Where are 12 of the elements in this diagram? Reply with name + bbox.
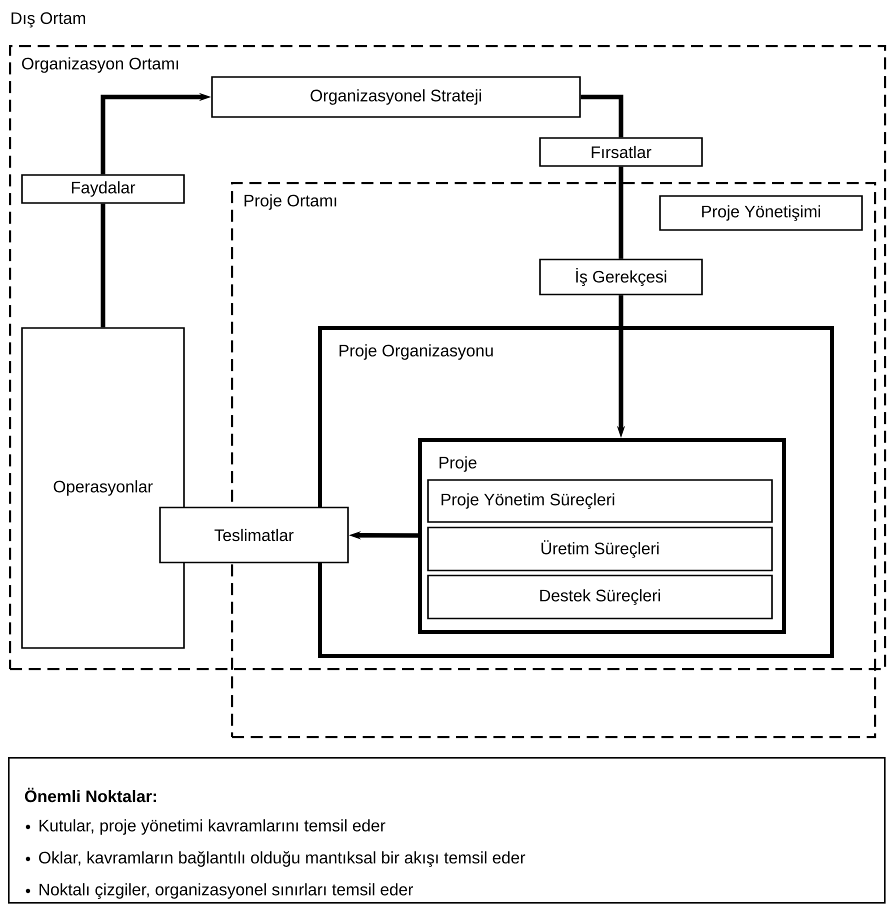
- region-label: Dış Ortam: [12, 12, 86, 28]
- concept-box: Operasyonlar: [21, 327, 185, 649]
- notes-box: Önemli Noktalar: Kutular, proje yönetimi kavramlarını temsil eder Oklar, kavramların bağlantılı olduğu mantıksal bir akışı temsil eder Noktalı çizgiler, organizasyonel sınırları temsil eder: [8, 757, 886, 904]
- concept-box: Destek Süreçleri: [427, 574, 773, 620]
- concept-box: Organizasyonel Strateji: [211, 76, 581, 118]
- concept-box: Üretim Süreçleri: [427, 526, 773, 572]
- concept-box: Proje Yönetim Süreçleri: [427, 479, 773, 523]
- concept-box: Teslimatlar: [159, 506, 349, 564]
- concept-box: İş Gerekçesi: [539, 258, 703, 296]
- concept-box: Faydalar: [21, 174, 185, 204]
- concept-box: Proje Yönetişimi: [659, 195, 863, 231]
- concept-box: Fırsatlar: [539, 137, 703, 167]
